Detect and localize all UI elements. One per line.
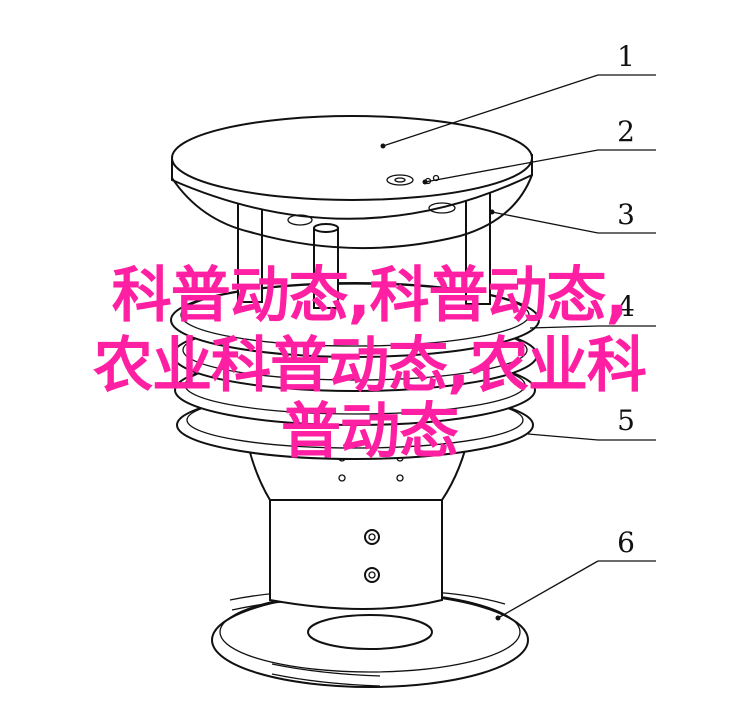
part-label-2: 2 [617, 115, 635, 148]
part-label-5: 5 [617, 404, 635, 437]
part-label-4: 4 [617, 290, 635, 323]
part-label-3: 3 [617, 198, 635, 231]
leader-lines [380, 74, 656, 621]
bottom-plate [211, 591, 529, 688]
overlay-text-line-2: 农业科普动态,农业科 [93, 331, 647, 401]
part-label-6: 6 [617, 526, 635, 559]
part-label-1: 1 [617, 40, 635, 73]
overlay-text-line-3: 普动态 [281, 397, 459, 467]
overlay-text-line-1: 科普动态,科普动态, [111, 261, 629, 331]
